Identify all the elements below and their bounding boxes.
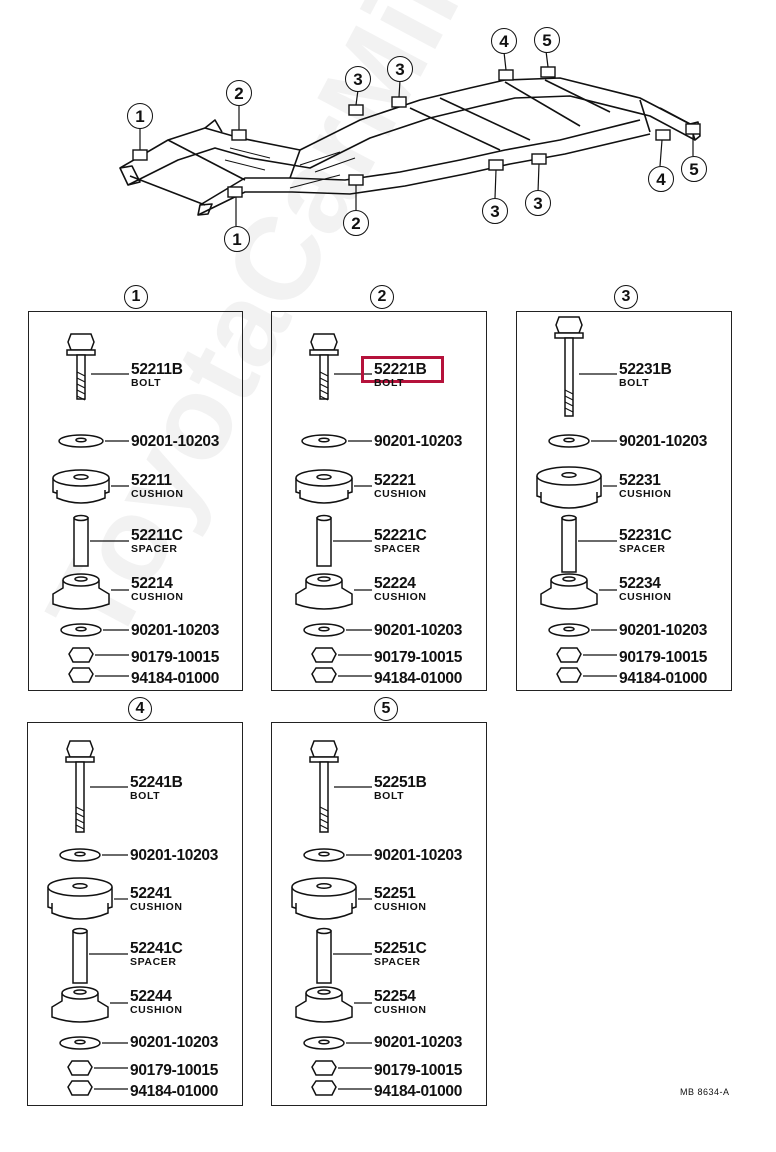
lower-cushion-part-number: 52224 (374, 575, 416, 592)
frame-callout-1-top: 1 (127, 103, 153, 129)
panel-4-number: 4 (128, 697, 152, 721)
mount-panel-3: 52231B BOLT 90201-10203 52231 CUSHION 52… (516, 311, 732, 691)
nut-part-number: 90179-10015 (619, 649, 708, 666)
upper-cushion-part-number: 52211 (131, 472, 172, 489)
lower-cushion-part-number: 52244 (130, 988, 172, 1005)
frame-callout-5-top: 5 (534, 27, 560, 53)
drawing-id: MB 8634-A (680, 1087, 730, 1097)
bolt-part-number: 52221B (374, 361, 427, 378)
lower-cushion-part-number: 52254 (374, 988, 416, 1005)
upper-cushion-label: CUSHION (131, 488, 184, 500)
bolt-label: BOLT (130, 790, 161, 802)
washer-bottom-part-number: 90201-10203 (374, 1034, 463, 1051)
spacer-label: SPACER (130, 956, 177, 968)
upper-cushion-part-number: 52241 (130, 885, 172, 902)
frame-callout-3-top-b: 3 (387, 56, 413, 82)
spacer-label: SPACER (374, 543, 421, 555)
bolt-part-number: 52211B (131, 361, 183, 378)
upper-cushion-part-number: 52221 (374, 472, 416, 489)
spacer-label: SPACER (619, 543, 666, 555)
bottom-nut-part-number: 94184-01000 (374, 670, 463, 687)
washer-bottom-part-number: 90201-10203 (130, 1034, 219, 1051)
nut-part-number: 90179-10015 (131, 649, 220, 666)
bolt-label: BOLT (374, 790, 405, 802)
spacer-label: SPACER (131, 543, 178, 555)
frame-callout-3-top-a: 3 (345, 66, 371, 92)
washer-bottom-part-number: 90201-10203 (619, 622, 708, 639)
mount-panel-5: 52251B BOLT 90201-10203 52251 CUSHION 52… (271, 722, 487, 1106)
frame-callout-4-bottom: 4 (648, 166, 674, 192)
bottom-nut-part-number: 94184-01000 (619, 670, 708, 687)
bottom-nut-part-number: 94184-01000 (374, 1083, 463, 1100)
nut-part-number: 90179-10015 (130, 1062, 219, 1079)
lower-cushion-label: CUSHION (619, 591, 672, 603)
upper-cushion-part-number: 52251 (374, 885, 416, 902)
frame-callout-5-bottom: 5 (681, 156, 707, 182)
spacer-part-number: 52211C (131, 527, 183, 544)
upper-cushion-label: CUSHION (130, 901, 183, 913)
bolt-part-number: 52241B (130, 774, 183, 791)
panel-1-number: 1 (124, 285, 148, 309)
lower-cushion-label: CUSHION (131, 591, 184, 603)
washer-bottom-part-number: 90201-10203 (131, 622, 220, 639)
washer-top-part-number: 90201-10203 (619, 433, 708, 450)
bolt-label: BOLT (374, 377, 405, 389)
lower-cushion-label: CUSHION (374, 1004, 427, 1016)
panel-5-number: 5 (374, 697, 398, 721)
panel-3-number: 3 (614, 285, 638, 309)
mount-panel-2: 52221B BOLT 90201-10203 52221 CUSHION 52… (271, 311, 487, 691)
bolt-part-number: 52231B (619, 361, 672, 378)
frame-callout-2-bottom: 2 (343, 210, 369, 236)
spacer-part-number: 52221C (374, 527, 427, 544)
washer-top-part-number: 90201-10203 (130, 847, 219, 864)
upper-cushion-label: CUSHION (374, 488, 427, 500)
spacer-part-number: 52231C (619, 527, 672, 544)
washer-top-part-number: 90201-10203 (374, 433, 463, 450)
lower-cushion-part-number: 52234 (619, 575, 661, 592)
frame-callout-3-bottom-a: 3 (482, 198, 508, 224)
spacer-label: SPACER (374, 956, 421, 968)
nut-part-number: 90179-10015 (374, 1062, 463, 1079)
upper-cushion-label: CUSHION (619, 488, 672, 500)
nut-part-number: 90179-10015 (374, 649, 463, 666)
frame-callout-4-top: 4 (491, 28, 517, 54)
bolt-part-number: 52251B (374, 774, 427, 791)
lower-cushion-label: CUSHION (130, 1004, 183, 1016)
lower-cushion-label: CUSHION (374, 591, 427, 603)
selected-part-highlight (361, 356, 444, 383)
lower-cushion-part-number: 52214 (131, 575, 173, 592)
bottom-nut-part-number: 94184-01000 (130, 1083, 219, 1100)
bolt-label: BOLT (619, 377, 650, 389)
mount-panel-1: 52211B BOLT 90201-10203 52211 CUSHION 52… (28, 311, 243, 691)
upper-cushion-part-number: 52231 (619, 472, 661, 489)
washer-bottom-part-number: 90201-10203 (374, 622, 463, 639)
spacer-part-number: 52251C (374, 940, 427, 957)
washer-top-part-number: 90201-10203 (131, 433, 220, 450)
frame-callout-3-bottom-b: 3 (525, 190, 551, 216)
bottom-nut-part-number: 94184-01000 (131, 670, 220, 687)
washer-top-part-number: 90201-10203 (374, 847, 463, 864)
frame-overview-drawing (119, 50, 701, 226)
panel-2-number: 2 (370, 285, 394, 309)
mount-panel-4: 52241B BOLT 90201-10203 52241 CUSHION 52… (27, 722, 243, 1106)
frame-callout-1-bottom: 1 (224, 226, 250, 252)
bolt-label: BOLT (131, 377, 162, 389)
upper-cushion-label: CUSHION (374, 901, 427, 913)
frame-callout-2-top: 2 (226, 80, 252, 106)
spacer-part-number: 52241C (130, 940, 183, 957)
